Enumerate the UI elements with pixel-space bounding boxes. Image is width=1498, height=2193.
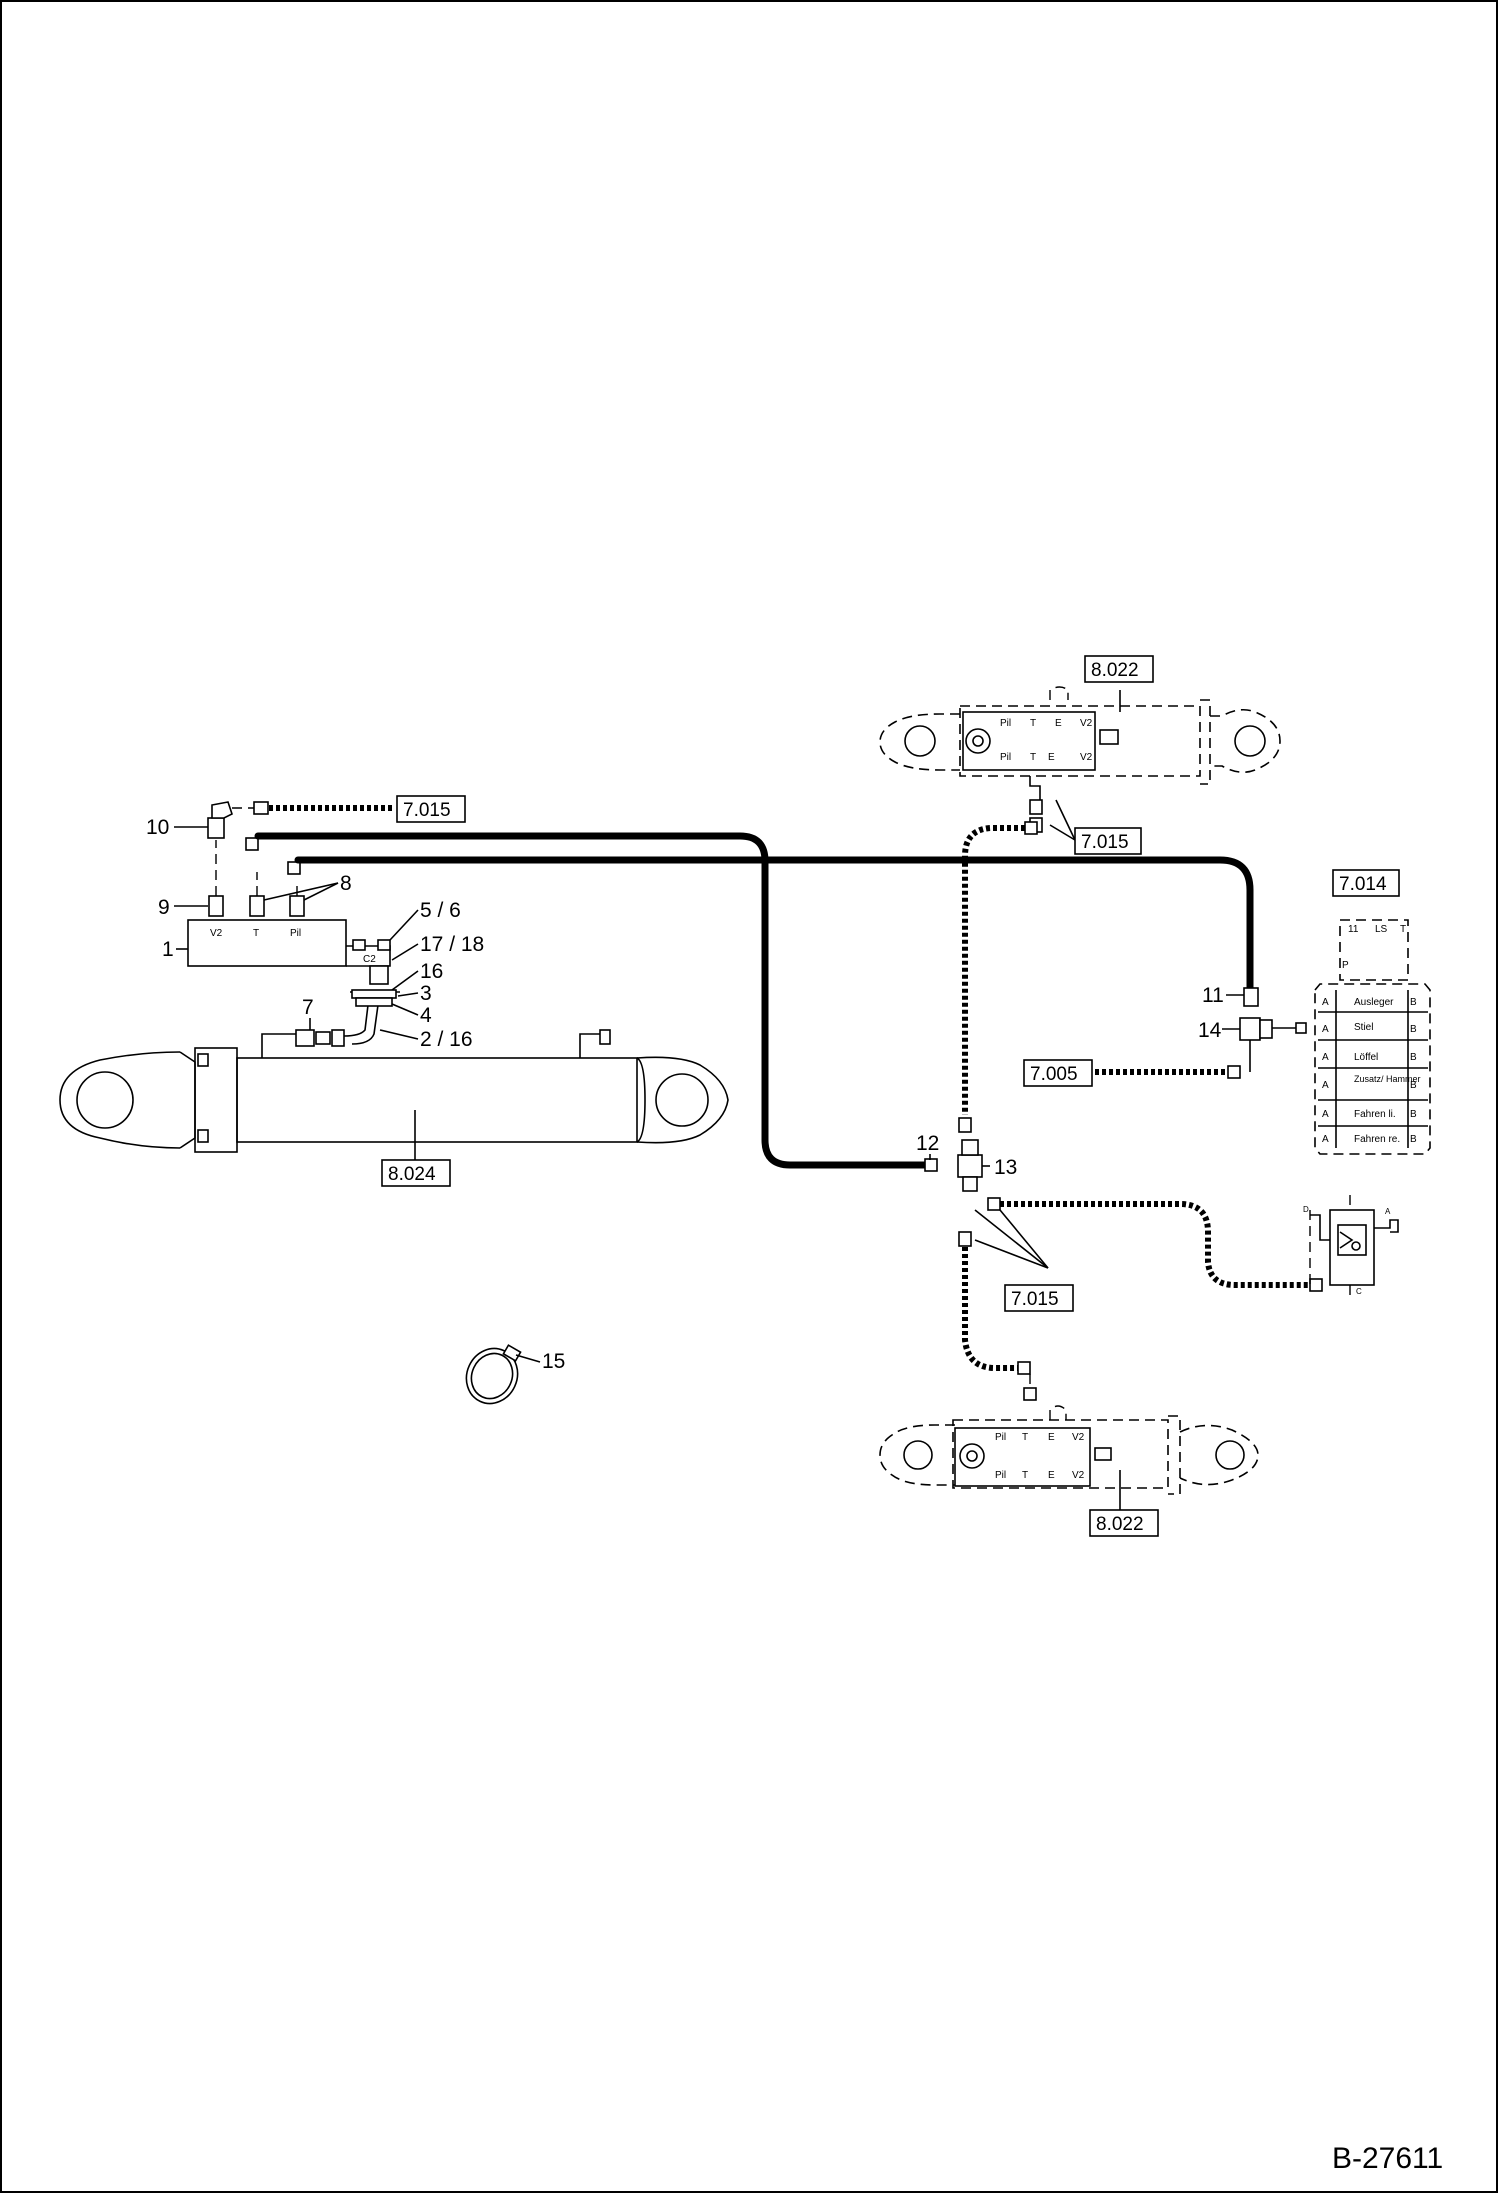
hose-bottom-cyl	[962, 1240, 1018, 1371]
top-cyl-port-v2-upper: V2	[1080, 718, 1093, 729]
small-valve-port-d: D	[1303, 1205, 1309, 1214]
callout-3: 3	[420, 982, 432, 1005]
callout-11: 11	[1202, 984, 1224, 1007]
hose-boom-to-valve	[294, 856, 1254, 994]
ref-7015-c: 7.015	[1011, 1289, 1059, 1310]
valve-s4-label: Zusatz/ Hammer	[1354, 1074, 1421, 1084]
valve-s3-label: Löffel	[1354, 1052, 1378, 1063]
callout-17-18: 17 / 18	[420, 933, 484, 956]
bot-cyl-port-v2-lower: V2	[1072, 1470, 1085, 1481]
block-port-t: T	[253, 928, 259, 939]
ref-8022-top: 8.022	[1091, 660, 1139, 681]
hose-boom-to-tee	[254, 832, 929, 1169]
valve-s2-b: B	[1410, 1024, 1417, 1035]
valve-s3-a: A	[1322, 1052, 1329, 1063]
valve-s6-b: B	[1410, 1134, 1417, 1145]
top-cyl-port-t-upper: T	[1030, 718, 1036, 729]
ref-7015-a: 7.015	[403, 800, 451, 821]
valve-s2-label: Stiel	[1354, 1022, 1373, 1033]
top-cylinder: Pil T E V2 Pil T E V2	[879, 686, 1281, 800]
top-cyl-port-e-lower: E	[1048, 752, 1055, 763]
ref-8024: 8.024	[388, 1164, 436, 1185]
top-cyl-port-e-upper: E	[1055, 718, 1062, 729]
ref-box-7005	[1023, 1059, 1093, 1087]
callout-7: 7	[302, 996, 314, 1019]
valve-s1-a: A	[1322, 997, 1329, 1008]
top-cyl-port-v2-lower: V2	[1080, 752, 1093, 763]
ref-box-8022-bottom	[1089, 1509, 1159, 1537]
ref-box-7015-b	[1074, 827, 1142, 855]
small-valve-port-a: A	[1385, 1207, 1391, 1216]
callout-2-16: 2 / 16	[420, 1028, 473, 1051]
bot-cyl-port-e-lower: E	[1048, 1470, 1055, 1481]
hose-small-valve	[1000, 1201, 1310, 1288]
callout-16: 16	[420, 960, 443, 983]
callout-8: 8	[340, 872, 352, 895]
block-port-c2: C2	[363, 954, 376, 965]
block-port-v2: V2	[210, 928, 223, 939]
bot-cyl-port-t-upper: T	[1022, 1432, 1028, 1443]
small-valve: D A C	[1303, 1195, 1399, 1296]
bot-cyl-port-e-upper: E	[1048, 1432, 1055, 1443]
ref-7005: 7.005	[1030, 1064, 1078, 1085]
callout-15: 15	[542, 1350, 565, 1373]
valve-s2-a: A	[1322, 1024, 1329, 1035]
small-valve-port-c: C	[1356, 1287, 1362, 1296]
document-code: B-27611	[1332, 2142, 1443, 2175]
valve-s5-b: B	[1410, 1109, 1417, 1120]
valve-header-ls: LS	[1375, 924, 1388, 935]
top-cyl-port-pil-upper: Pil	[1000, 718, 1011, 729]
ref-box-8024	[381, 1159, 451, 1187]
top-cyl-port-t-lower: T	[1030, 752, 1036, 763]
bot-cyl-port-t-lower: T	[1022, 1470, 1028, 1481]
valve-s1-b: B	[1410, 997, 1417, 1008]
valve-s4-b: B	[1410, 1080, 1417, 1091]
bot-cyl-port-pil-lower: Pil	[995, 1470, 1006, 1481]
callout-14: 14	[1198, 1019, 1222, 1042]
bot-cyl-port-pil-upper: Pil	[995, 1432, 1006, 1443]
valve-s5-a: A	[1322, 1109, 1329, 1120]
valve-s4-a: A	[1322, 1080, 1329, 1091]
hose-clamp	[465, 1344, 522, 1405]
valve-s3-b: B	[1410, 1052, 1417, 1063]
valve-port-p: P	[1342, 960, 1349, 971]
valve-s1-label: Ausleger	[1354, 997, 1394, 1008]
control-valve-bank: 11 LS T P A Ausleger B A Stiel B A Löffe…	[1314, 919, 1431, 1155]
callout-9: 9	[158, 896, 170, 919]
bottom-cylinder: Pil T E V2 Pil T E V2	[879, 1374, 1259, 1512]
callout-5-6: 5 / 6	[420, 899, 461, 922]
callout-12: 12	[916, 1132, 939, 1155]
callout-1: 1	[162, 938, 174, 961]
ref-box-7015-c	[1004, 1284, 1074, 1312]
ref-box-7015-a	[396, 795, 466, 823]
ref-8022-bottom: 8.022	[1096, 1514, 1144, 1535]
ref-7015-b: 7.015	[1081, 832, 1129, 853]
valve-s6-label: Fahren re.	[1354, 1134, 1400, 1145]
callout-10: 10	[146, 816, 169, 839]
boom-cylinder	[59, 1004, 729, 1160]
bot-cyl-port-v2-upper: V2	[1072, 1432, 1085, 1443]
block-port-pil: Pil	[290, 928, 301, 939]
ref-box-8022-top	[1084, 655, 1154, 683]
callout-4: 4	[420, 1004, 432, 1027]
valve-header-t: T	[1400, 924, 1406, 935]
ref-7014: 7.014	[1339, 874, 1387, 895]
valve-header-11: 11	[1348, 924, 1359, 935]
hose-top-cyl	[962, 825, 1025, 1115]
callout-13: 13	[994, 1156, 1017, 1179]
valve-s5-label: Fahren li.	[1354, 1109, 1396, 1120]
top-cyl-port-pil-lower: Pil	[1000, 752, 1011, 763]
valve-s6-a: A	[1322, 1134, 1329, 1145]
ref-box-7014	[1332, 869, 1400, 897]
valve-block: V2 T Pil C2	[187, 840, 400, 1007]
